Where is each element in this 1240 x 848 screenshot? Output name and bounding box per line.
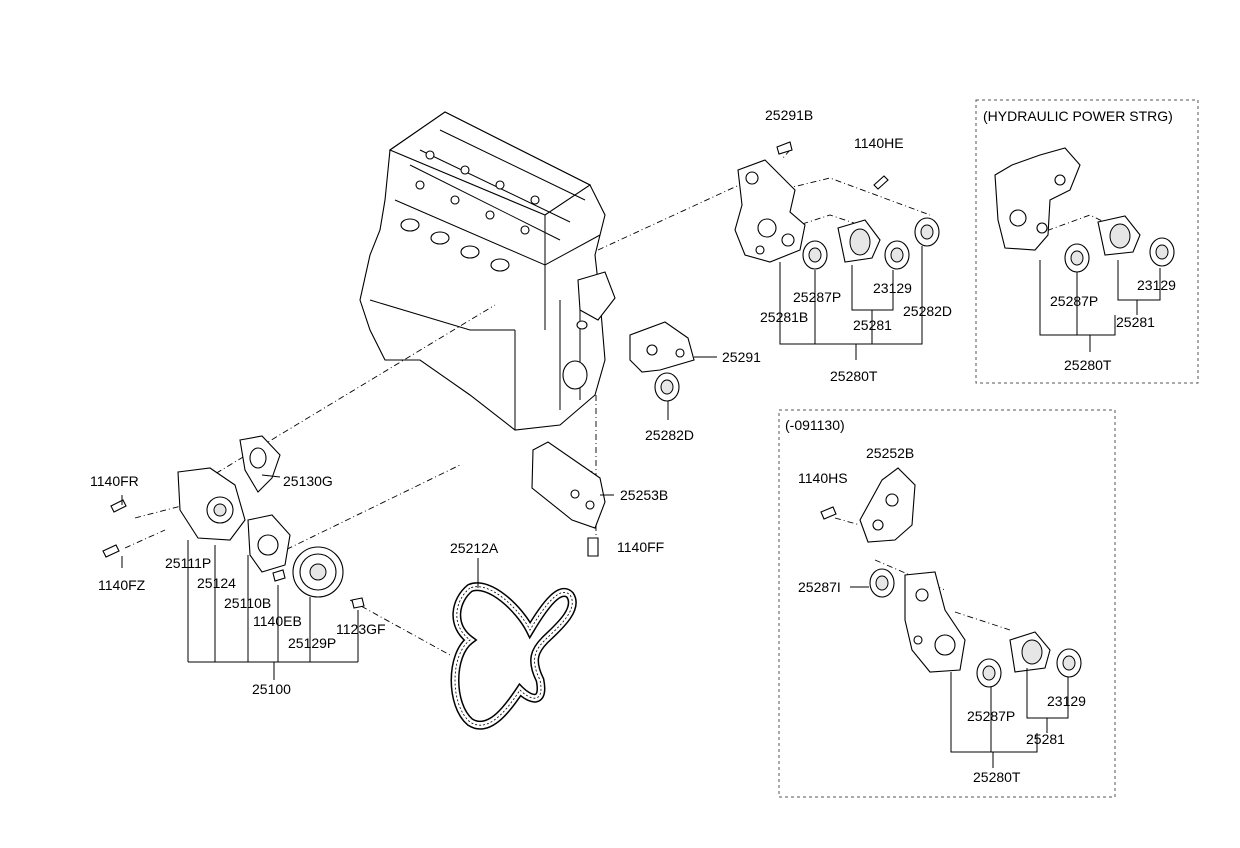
label-1140fr: 1140FR <box>90 473 139 489</box>
label-1140he: 1140HE <box>854 135 904 151</box>
label-091130: (-091130) <box>785 417 845 433</box>
label-25287p-a: 25287P <box>793 289 841 305</box>
label-25124: 25124 <box>197 575 236 591</box>
label-23129-a: 23129 <box>873 280 912 296</box>
label-1140ff: 1140FF <box>617 539 664 555</box>
label-25110b: 25110B <box>224 595 271 611</box>
label-25281b: 25281B <box>760 309 808 325</box>
label-hydraulic-power-strg: (HYDRAULIC POWER STRG) <box>983 108 1173 124</box>
label-25282d-b: 25282D <box>645 427 694 443</box>
label-25287i: 25287I <box>798 579 841 595</box>
label-25287p-b: 25287P <box>1050 293 1098 309</box>
variant-091130-box <box>778 409 1116 798</box>
cylinder-head-bolts <box>415 150 540 235</box>
part-labels: 25291B 1140HE 25287P 23129 25281B 25281 … <box>90 107 1176 785</box>
label-23129-b: 23129 <box>1137 277 1176 293</box>
label-25129p: 25129P <box>288 635 336 651</box>
label-1123gf: 1123GF <box>336 621 386 637</box>
bracket-25291 <box>629 321 717 420</box>
bracket-25253b <box>531 441 614 557</box>
engine-assembly <box>359 111 616 431</box>
label-25291b: 25291B <box>765 107 813 123</box>
drive-belt <box>450 558 577 730</box>
label-23129-c: 23129 <box>1047 693 1086 709</box>
intake-ports <box>400 218 510 272</box>
label-25281-c: 25281 <box>1026 731 1065 747</box>
leader-lines <box>124 149 1111 656</box>
label-25212a: 25212A <box>450 540 499 556</box>
label-25287p-c: 25287P <box>967 708 1015 724</box>
tensioner-assembly-main <box>734 141 940 360</box>
label-25281-b: 25281 <box>1116 314 1155 330</box>
label-25291: 25291 <box>722 349 761 365</box>
label-1140eb: 1140EB <box>253 613 302 629</box>
label-25280t-b: 25280T <box>1064 357 1112 373</box>
label-25111p: 25111P <box>165 555 211 571</box>
label-25100: 25100 <box>252 681 291 697</box>
label-25252b: 25252B <box>866 445 914 461</box>
water-pump-group <box>102 435 365 680</box>
label-25280t-c: 25280T <box>973 769 1021 785</box>
label-25281-a: 25281 <box>853 317 892 333</box>
label-25130g: 25130G <box>283 473 333 489</box>
label-1140fz: 1140FZ <box>98 577 146 593</box>
label-1140hs: 1140HS <box>798 470 848 486</box>
label-25282d-a: 25282D <box>903 303 952 319</box>
label-25253b: 25253B <box>620 487 668 503</box>
hydraulic-power-steering-box <box>975 99 1199 384</box>
label-25280t-a: 25280T <box>830 368 878 384</box>
